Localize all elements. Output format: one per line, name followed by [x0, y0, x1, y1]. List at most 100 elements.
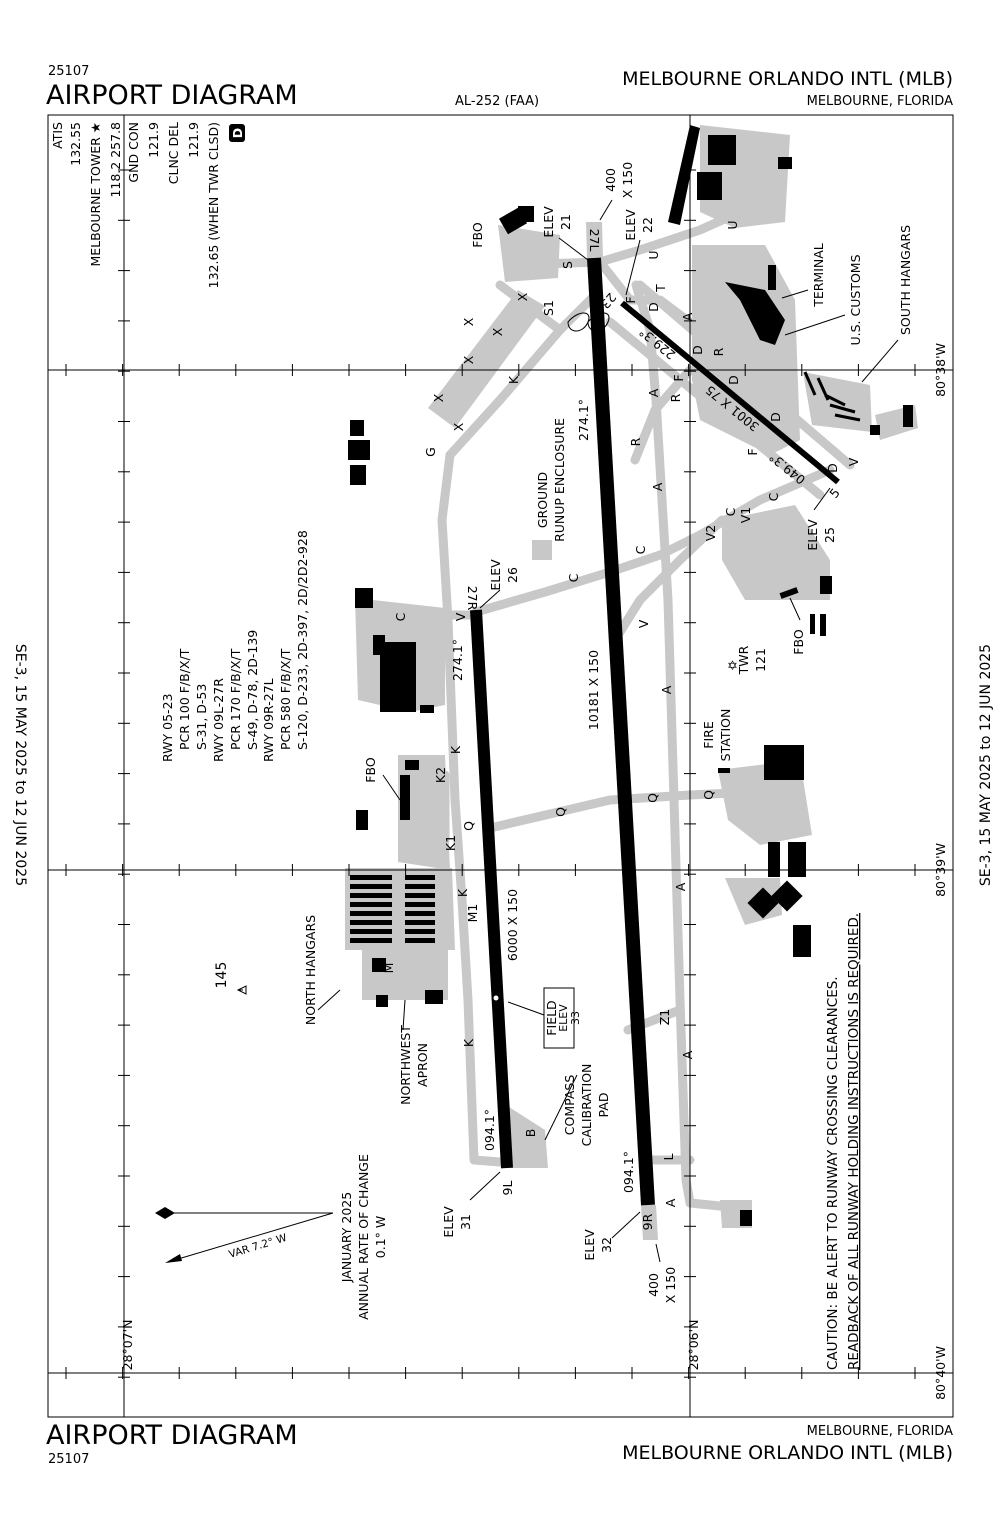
taxiway-label: X [451, 422, 466, 431]
field-elevation-box [543, 987, 575, 1049]
footer-airport-name: MELBOURNE ORLANDO INTL (MLB) [622, 1442, 953, 1464]
runway-9r-27l [587, 257, 655, 1206]
taxiway-label: A [673, 882, 688, 891]
runway-end-27l: 27L [587, 229, 602, 252]
hangar-row [405, 929, 435, 934]
hangar-row [350, 938, 392, 943]
taxiway-label: F [745, 448, 760, 455]
taxiway-label: K [506, 375, 521, 384]
taxiway-label: X [515, 292, 530, 301]
annual-rate-label: ANNUAL RATE OF CHANGE [356, 1154, 371, 1320]
taxiway-label: D [690, 345, 705, 355]
runway-strength-block: RWY 05-23 PCR 100 F/B/X/T S-31, D-53 RWY… [160, 530, 310, 762]
taxiway-label: V [453, 612, 468, 621]
field-elev-value: 33 [569, 1011, 582, 1025]
elev-label: ELEV [541, 206, 556, 238]
taxiway-label: A [680, 312, 695, 321]
taxiway-label: F [623, 296, 638, 303]
taxiway-label: Q [645, 793, 660, 803]
taxiway-label: X [431, 393, 446, 402]
caution-line-2: READBACK OF ALL RUNWAY HOLDING INSTRUCTI… [846, 913, 862, 1370]
taxiway-label: D [768, 412, 783, 422]
taxiway-label: Z1 [657, 1009, 672, 1026]
taxiway-label: K1 [443, 835, 458, 851]
taxiway-label: F [671, 374, 686, 381]
frequency-block: ATIS 132.55 MELBOURNE TOWER ★ 118.2 257.… [50, 122, 245, 288]
latitude-label-north: 28°07'N [120, 1320, 135, 1371]
field-elev-label-1: FIELD [544, 1000, 559, 1035]
taxiway-label: S [560, 261, 575, 269]
taxiway-label: C [566, 573, 581, 582]
fbo-label-east: FBO [791, 629, 806, 655]
taxiway-label: M [381, 963, 396, 974]
hangar-row [350, 929, 392, 934]
taxiway-label: A [680, 1050, 695, 1059]
elev-23: 22 [640, 217, 655, 233]
heading-094-9l: 094.1° [482, 1109, 497, 1151]
north-hangars-label: NORTH HANGARS [303, 915, 318, 1025]
elev-label: ELEV [582, 1229, 597, 1261]
variation-date: JANUARY 2025 [339, 1192, 354, 1283]
taxiway-label: R [628, 437, 643, 446]
taxiway-label: K [448, 745, 463, 754]
elev-27l: 21 [558, 214, 573, 230]
latitude-label-south: 28°06'N [686, 1320, 701, 1371]
pcr-line: RWY 09R-27L [261, 678, 276, 762]
taxiway-label: C [393, 612, 408, 621]
magnetic-variation: VAR 7.2° W JANUARY 2025 ANNUAL RATE OF C… [155, 1154, 388, 1320]
runup-label-2: RUNUP ENCLOSURE [552, 418, 567, 542]
hangar-row [405, 902, 435, 907]
taxiway-label: B [523, 1129, 538, 1138]
pcr-line: RWY 09L-27R [211, 678, 226, 762]
dtis-badge [229, 124, 245, 142]
tower-frequency: 118.2 257.8 [108, 122, 123, 198]
compass-pad-label-1: COMPASS [562, 1075, 577, 1136]
taxiway-label: V2 [703, 525, 718, 542]
heading-274-27r: 274.1° [450, 639, 465, 681]
hangar-row [405, 893, 435, 898]
overrun-bottom-width: X 150 [663, 1267, 678, 1303]
fbo-label-north: FBO [470, 222, 485, 248]
runway-end-9r: 9R [640, 1213, 655, 1230]
pcr-line: S-49, D-78, 2D-139 [245, 630, 260, 750]
tower-star-icon: ✡ [727, 659, 738, 674]
pcr-line: PCR 580 F/B/X/T [278, 648, 293, 750]
taxiway-label: Q [701, 790, 716, 800]
south-hangar-rows [803, 371, 861, 422]
variation-label: VAR 7.2° W [227, 1232, 288, 1261]
taxiway-label: G [423, 447, 438, 457]
taxiway-label: L [661, 1153, 676, 1160]
taxiway-label: C [723, 507, 738, 516]
taxiway-label: D [726, 375, 741, 385]
taxiway-label: M1 [465, 904, 480, 923]
clearance-alt-frequency: 132.65 (WHEN TWR CLSD) [206, 122, 221, 288]
pcr-line: RWY 05-23 [160, 694, 175, 762]
taxiway-label: K2 [433, 767, 448, 783]
terminal-label: TERMINAL [811, 243, 826, 308]
hangar-row [350, 920, 392, 925]
clearance-frequency: 121.9 [186, 122, 201, 158]
ground-frequency: 121.9 [146, 122, 161, 158]
effective-dates-right: SE-3, 15 MAY 2025 to 12 JUN 2025 [978, 644, 994, 886]
runway-end-27r: 27R [465, 586, 480, 611]
runway-27l-overrun [586, 222, 603, 258]
taxiway-label: V1 [738, 507, 753, 524]
footer-chart-number: 25107 [48, 1452, 90, 1467]
taxiway-label: T [653, 284, 668, 293]
overrun-top-length: 400 [603, 168, 618, 192]
diagram-frame [47, 114, 954, 1418]
hangar-row [350, 902, 392, 907]
lat-lon-grid [48, 115, 953, 1417]
tower-elevation: 121 [753, 648, 768, 672]
magnetic-north-arrow-icon [165, 1254, 182, 1263]
compass-pad-label-2: CALIBRATION [579, 1064, 594, 1147]
elev-label: ELEV [623, 209, 638, 241]
hangar-row [405, 884, 435, 889]
chart-title: AIRPORT DIAGRAM [46, 80, 298, 111]
taxiway-label: U [646, 250, 661, 259]
hangar-row [350, 875, 392, 880]
leader-lines [317, 199, 899, 1263]
hangar-row [405, 875, 435, 880]
pcr-line: S-120, D-233, 2D-397, 2D/2D2-928 [295, 530, 310, 750]
annual-rate: 0.1° W [373, 1216, 388, 1258]
